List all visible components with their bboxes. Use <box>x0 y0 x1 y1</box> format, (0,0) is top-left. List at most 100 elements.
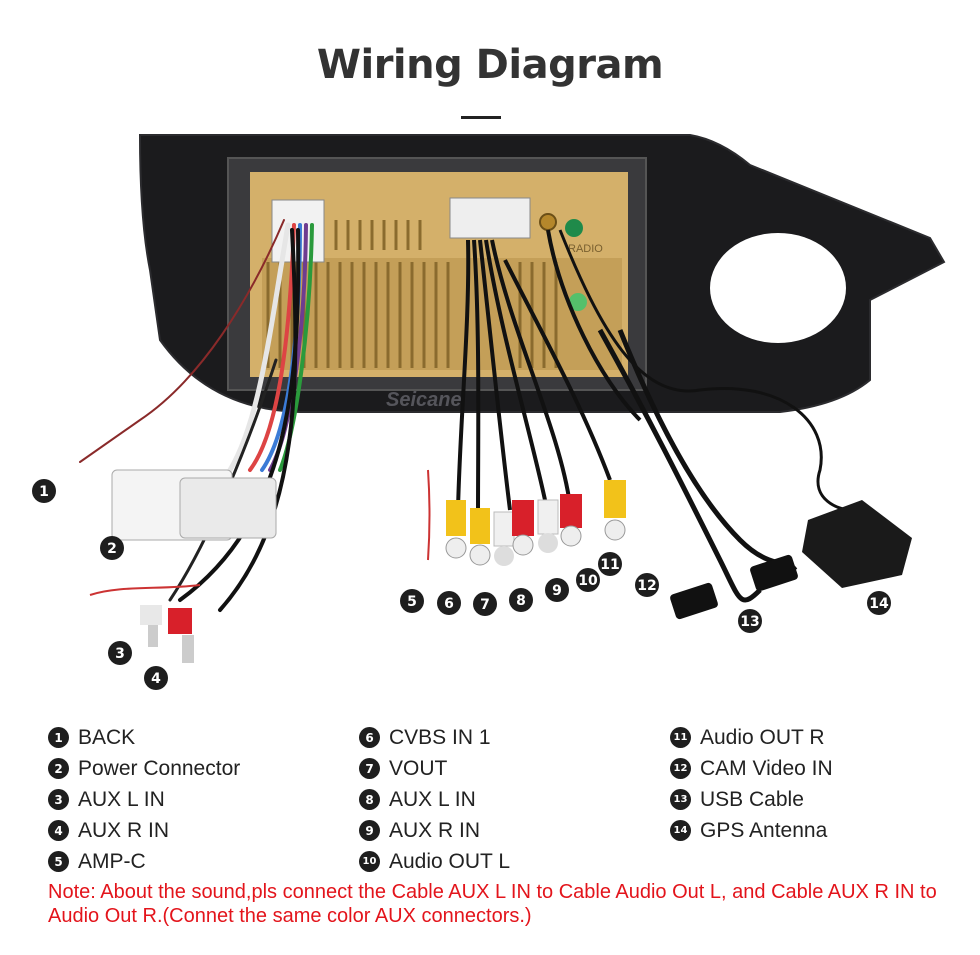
rca-red-2 <box>560 494 582 547</box>
svg-text:2: 2 <box>107 541 117 557</box>
svg-text:5: 5 <box>407 594 417 610</box>
legend-label: AUX L IN <box>78 787 165 811</box>
callout-4: 4 <box>144 666 168 690</box>
rca-yellow-2 <box>469 508 491 566</box>
callout-5: 5 <box>400 589 424 613</box>
rca-red-1 <box>512 500 534 556</box>
legend-number: 1 <box>48 727 69 748</box>
callout-11: 11 <box>598 552 622 576</box>
amp-c-wire <box>427 469 431 561</box>
rca-yellow-cam <box>604 480 626 541</box>
legend-number: 7 <box>359 758 380 779</box>
legend-label: USB Cable <box>700 787 804 811</box>
aux-connector <box>449 197 531 239</box>
legend-item: 1 BACK <box>48 722 240 753</box>
callout-3: 3 <box>108 641 132 665</box>
legend-number: 8 <box>359 789 380 810</box>
power-connector <box>111 469 277 541</box>
legend-number: 5 <box>48 851 69 872</box>
legend-item: 8 AUX L IN <box>359 784 510 815</box>
aux-rca-pair-left <box>140 605 194 663</box>
legend-label: VOUT <box>389 756 448 780</box>
legend-label: Audio OUT R <box>700 725 825 749</box>
legend-label: AUX L IN <box>389 787 476 811</box>
svg-text:11: 11 <box>600 557 619 573</box>
bt-sticker <box>569 293 587 311</box>
svg-text:9: 9 <box>552 583 562 599</box>
legend-item: 12 CAM Video IN <box>670 753 833 784</box>
legend-label: AUX R IN <box>78 818 170 842</box>
amp-wire <box>89 584 201 596</box>
legend-number: 4 <box>48 820 69 841</box>
usb-plug-2 <box>750 554 798 592</box>
legend-number: 14 <box>670 820 691 841</box>
callout-2: 2 <box>100 536 124 560</box>
legend-label: Power Connector <box>78 756 241 780</box>
legend-column-1: 1 BACK 2 Power Connector 3 AUX L IN 4 AUX R … <box>48 722 240 877</box>
callout-13: 13 <box>738 609 762 633</box>
callout-8: 8 <box>509 588 533 612</box>
rca-white-1 <box>493 511 515 566</box>
vent-hole <box>710 233 846 343</box>
callout-7: 7 <box>473 592 497 616</box>
legend-item: 10 Audio OUT L <box>359 846 510 877</box>
legend: 1 BACK 2 Power Connector 3 AUX L IN 4 AUX R … <box>0 722 980 882</box>
head-unit-photo: RADIO Seicane <box>32 134 946 690</box>
legend-number: 3 <box>48 789 69 810</box>
legend-item: 5 AMP-C <box>48 846 240 877</box>
sound-connection-note: Note: About the sound,pls connect the Ca… <box>48 881 937 927</box>
svg-text:12: 12 <box>637 578 656 594</box>
legend-item: 6 CVBS IN 1 <box>359 722 510 753</box>
legend-column-2: 6 CVBS IN 1 7 VOUT 8 AUX L IN 9 AUX R IN 10 A… <box>359 722 510 877</box>
svg-text:3: 3 <box>115 646 125 662</box>
callout-1: 1 <box>32 479 56 503</box>
legend-label: GPS Antenna <box>700 818 828 842</box>
legend-item: 11 Audio OUT R <box>670 722 833 753</box>
legend-item: 2 Power Connector <box>48 753 240 784</box>
legend-item: 4 AUX R IN <box>48 815 240 846</box>
legend-column-3: 11 Audio OUT R 12 CAM Video IN 13 USB Cable… <box>670 722 833 846</box>
legend-number: 13 <box>670 789 691 810</box>
rca-white-2 <box>537 499 559 553</box>
svg-text:13: 13 <box>740 614 759 630</box>
legend-label: CVBS IN 1 <box>389 725 491 749</box>
callout-12: 12 <box>635 573 659 597</box>
svg-text:10: 10 <box>578 573 598 589</box>
rca-yellow-1 <box>445 500 467 559</box>
callout-9: 9 <box>545 578 569 602</box>
legend-number: 12 <box>670 758 691 779</box>
radio-port-label: RADIO <box>568 243 603 255</box>
legend-label: AUX R IN <box>389 818 481 842</box>
usb-plug-1 <box>670 582 718 620</box>
legend-item: 3 AUX L IN <box>48 784 240 815</box>
legend-item: 14 GPS Antenna <box>670 815 833 846</box>
page-title: Wiring Diagram <box>316 42 664 88</box>
legend-label: AMP-C <box>78 849 146 873</box>
gps-antenna <box>802 500 912 588</box>
legend-number: 11 <box>670 727 691 748</box>
green-port <box>565 219 583 237</box>
svg-text:7: 7 <box>480 597 490 613</box>
svg-text:6: 6 <box>444 596 454 612</box>
svg-text:8: 8 <box>516 593 526 609</box>
gps-cable <box>558 229 851 512</box>
legend-number: 9 <box>359 820 380 841</box>
callout-14: 14 <box>867 591 891 615</box>
legend-item: 7 VOUT <box>359 753 510 784</box>
svg-text:1: 1 <box>39 484 49 500</box>
legend-item: 13 USB Cable <box>670 784 833 815</box>
title-underline <box>461 116 501 119</box>
legend-label: Audio OUT L <box>389 849 511 873</box>
center-harness <box>456 229 642 521</box>
svg-text:4: 4 <box>151 671 161 687</box>
callout-10: 10 <box>576 568 600 592</box>
svg-text:14: 14 <box>869 596 889 612</box>
legend-number: 2 <box>48 758 69 779</box>
legend-label: CAM Video IN <box>700 756 833 780</box>
brand-watermark: Seicane <box>386 389 462 411</box>
callout-6: 6 <box>437 591 461 615</box>
legend-number: 6 <box>359 727 380 748</box>
legend-label: BACK <box>78 725 136 749</box>
legend-number: 10 <box>359 851 380 872</box>
board-vents <box>262 258 622 370</box>
